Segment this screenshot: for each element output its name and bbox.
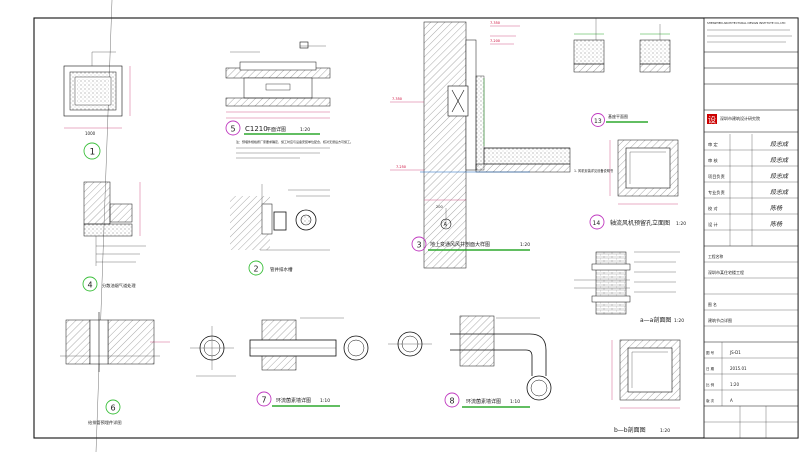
detail-title: 分散油烟气道处理 <box>102 282 136 289</box>
note-text: 注：预埋件规格按厂家要求确定，施工时应与设备安装单位配合，核对无误后方可施工。 <box>236 139 353 144</box>
signature: 段志成 <box>770 188 789 196</box>
drawing-label: 图 名 <box>708 302 717 307</box>
detail-circle <box>82 276 98 292</box>
detail-number: 8 <box>450 397 455 406</box>
detail-circle <box>225 120 241 136</box>
signature: 陈杨 <box>770 220 783 228</box>
note-text: 1. 风机安装详见设备说明书 <box>574 168 614 173</box>
detail-circle <box>83 142 101 160</box>
role-label: 校 对 <box>708 205 718 212</box>
detail-number: 5 <box>231 125 236 134</box>
signature: 陈杨 <box>770 204 783 212</box>
elevation: 7.350 <box>490 21 500 25</box>
detail-8: 8 环流菌素墙详图 1:10 <box>388 315 552 408</box>
detail-title: b—b剖面图 <box>614 426 646 434</box>
detail-title: 管井排水槽 <box>270 266 293 273</box>
detail-5: 5 C1210 平面详图 1:20 注：预埋件规格按厂家要求确定，施工时应与设备… <box>225 41 353 159</box>
detail-2: 2 管井排水槽 <box>230 184 330 276</box>
detail-circle <box>248 260 264 276</box>
signature: 段志成 <box>770 156 789 164</box>
company-logo <box>707 114 717 124</box>
detail-number: 13 <box>594 118 602 125</box>
detail-scale: 1:10 <box>510 399 520 405</box>
detail-number: 6 <box>111 404 116 413</box>
detail-scale: 1:20 <box>300 127 310 133</box>
drawing-no: JS-D1 <box>729 350 741 355</box>
detail-scale: 1:20 <box>520 242 530 248</box>
detail-b-section: b—b剖面图 1:20 <box>611 339 681 434</box>
role-label: 审 核 <box>708 157 719 164</box>
company-cn: 深圳市建筑设计研究院 <box>720 115 760 121</box>
dim-label: 200 <box>436 205 443 209</box>
scale-label: 比 例 <box>706 382 715 387</box>
detail-number: 4 <box>88 281 93 290</box>
detail-title: 地上变通风风井剖面大样图 <box>430 241 490 248</box>
date-label: 日 期 <box>706 366 715 371</box>
detail-circle <box>411 236 427 252</box>
sheet-border <box>33 17 799 439</box>
detail-title: a—a剖面图 <box>640 316 671 324</box>
detail-circle <box>591 113 605 127</box>
role-label: 项目负责 <box>708 173 725 180</box>
detail-title: 环流菌素墙详图 <box>466 398 501 405</box>
elevation: 7.200 <box>490 39 500 43</box>
detail-number: 3 <box>417 241 422 250</box>
detail-4: 4 分散油烟气道处理 <box>82 181 146 292</box>
detail-scale: 1:10 <box>320 398 330 404</box>
detail-7: 7 环流菌素墙详图 1:10 <box>190 317 369 407</box>
detail-number: 2 <box>254 265 259 274</box>
detail-13: 13 基座平面图 <box>573 18 671 127</box>
detail-circle <box>589 214 605 230</box>
role-label: 专业负责 <box>708 189 725 196</box>
role-label: 审 定 <box>708 141 718 148</box>
detail-3: 7.350 7.200 7.350 7.250 200 A 3 地上变通风风井剖… <box>390 21 571 269</box>
drawing-date: 2015.01 <box>730 366 747 371</box>
detail-14: 1. 风机安装详见设备说明书 14 轴流风机预留孔立面图 1:20 <box>574 139 686 230</box>
sheet-version: A <box>730 398 733 403</box>
company-en: SHENZHEN ARCHITECTURAL DESIGN INSTITUTE … <box>707 21 785 25</box>
dim-label: 1000 <box>85 131 96 136</box>
detail-circle <box>256 391 272 407</box>
detail-number: 1 <box>90 148 96 158</box>
detail-scale: 1:20 <box>676 221 686 227</box>
detail-circle <box>444 392 460 408</box>
detail-title: C1210 <box>245 125 268 133</box>
section-label: A <box>444 222 448 228</box>
signature: 段志成 <box>770 140 789 148</box>
detail-scale: 1:20 <box>674 318 684 324</box>
signature: 段志成 <box>770 172 789 180</box>
elevation: 7.250 <box>396 165 406 169</box>
detail-circle <box>105 399 121 415</box>
project-name: 深圳市某住宅楼工程 <box>708 269 744 275</box>
logo-glyph: 设 <box>708 115 716 125</box>
detail-title: 轴流风机预留孔立面图 <box>610 219 670 227</box>
elevation: 7.350 <box>392 97 402 101</box>
drawing-scale: 1:20 <box>730 382 739 387</box>
detail-scale: 1:20 <box>660 428 670 434</box>
detail-1: 1000 1 <box>63 51 131 160</box>
no-label: 图 号 <box>706 350 715 355</box>
detail-title: 基座平面图 <box>608 113 628 119</box>
detail-subtitle: 平面详图 <box>266 126 286 133</box>
section-mark <box>440 218 452 230</box>
detail-a-section: a—a剖面图 1:20 <box>574 251 684 324</box>
sheet-label: 版 次 <box>706 398 715 403</box>
detail-title: 给排管预埋件详图 <box>88 419 122 426</box>
detail-6: 6 给排管预埋件详图 <box>60 312 170 426</box>
role-label: 设 计 <box>708 221 718 228</box>
drawing-name: 建筑节点详图 <box>708 317 732 323</box>
detail-number: 7 <box>262 396 267 405</box>
title-block: SHENZHEN ARCHITECTURAL DESIGN INSTITUTE … <box>703 17 799 439</box>
detail-number: 14 <box>593 220 601 227</box>
project-label: 工程名称 <box>708 254 723 259</box>
detail-title: 环流菌素墙详图 <box>276 397 311 404</box>
